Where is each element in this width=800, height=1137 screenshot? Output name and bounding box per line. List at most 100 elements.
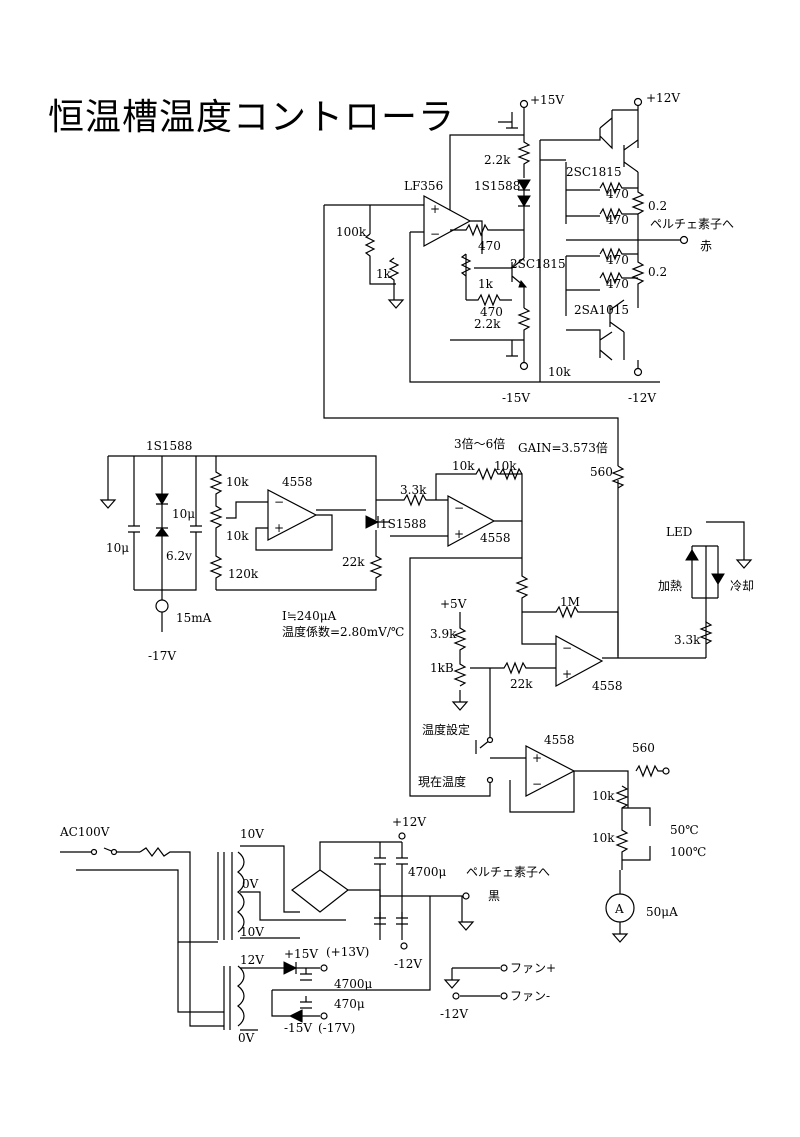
label-r1k-b: 1k [478, 277, 494, 291]
label-gain-range: 3倍～6倍 [454, 436, 505, 451]
label-heat: 加熱 [658, 579, 682, 593]
label-r22k-a: 22k [342, 555, 365, 569]
sensor-stage: − + − + − + [99, 455, 753, 943]
svg-text:−: − [562, 641, 572, 655]
label-transistor-2sc1815-b: 2SC1815 [510, 257, 566, 271]
label-r560-b: 560 [632, 741, 655, 755]
label-opamp-4558-a: 4558 [282, 475, 313, 489]
label-peltier-a: ペルチェ素子へ [650, 217, 734, 231]
label-m12v: -12V [628, 391, 656, 405]
label-50ua: 50μA [646, 905, 678, 919]
label-r2k2-bot: 2.2k [474, 317, 501, 331]
label-r560-a: 560 [590, 465, 613, 479]
label-ac100v: AC100V [59, 825, 110, 839]
label-r100k: 100k [336, 225, 367, 239]
label-r3k3-led: 3.3k [674, 633, 701, 647]
label-0v-b: 0V [238, 1031, 255, 1045]
label-c4700-a: 4700μ [408, 865, 447, 879]
label-fan-minus: ファン- [510, 989, 550, 1003]
power-supply [60, 832, 508, 1031]
label-m15v: -15V [502, 391, 530, 405]
svg-text:−: − [532, 777, 542, 791]
label-gain: GAIN=3.573倍 [518, 440, 608, 455]
label-r470-d: 470 [606, 253, 629, 267]
label-p5v: +5V [440, 597, 467, 611]
label-10v-a: 10V [240, 827, 264, 841]
label-12v: 12V [240, 953, 264, 967]
label-p13v: (+13V) [326, 945, 369, 959]
label-diode-top: 1S1588 [474, 179, 520, 193]
label-r3k3: 3.3k [400, 483, 427, 497]
label-r470-c: 470 [606, 213, 629, 227]
label-p12v-top: +12V [646, 91, 680, 105]
label-r470-b: 470 [606, 187, 629, 201]
label-r10k-e: 10k [592, 789, 615, 803]
label-diode-ref: 1S1588 [146, 439, 192, 453]
label-r120k: 120k [228, 567, 259, 581]
page-title: 恒温槽温度コントローラ [48, 97, 456, 138]
svg-text:+: + [274, 521, 284, 535]
label-black: 黒 [488, 889, 500, 903]
label-m15v-psu: -15V [284, 1021, 312, 1035]
label-r2k2-top: 2.2k [484, 153, 511, 167]
label-m12v-psu: -12V [394, 957, 422, 971]
label-100c: 100℃ [670, 845, 706, 859]
label-m17v-psu: (-17V) [318, 1021, 355, 1035]
label-r470-a: 470 [478, 239, 501, 253]
label-r02-a: 0.2 [648, 199, 667, 213]
label-15ma: 15mA [176, 611, 212, 625]
label-current: I≒240μA [282, 609, 336, 623]
label-r3k9: 3.9k [430, 627, 457, 641]
label-10v-b: 10V [240, 925, 264, 939]
label-meter: A [614, 902, 624, 916]
label-r02-b: 0.2 [648, 265, 667, 279]
label-m17v: -17V [148, 649, 176, 663]
label-opamp-4558-d: 4558 [544, 733, 575, 747]
label-r470-e: 470 [606, 277, 629, 291]
label-r10k-c: 10k [494, 459, 517, 473]
label-zener-62v: 6.2v [166, 549, 192, 563]
label-r1m: 1M [560, 595, 580, 609]
label-peltier-b: ペルチェ素子へ [466, 865, 550, 879]
label-r10k-b: 10k [452, 459, 475, 473]
label-r470-f: 470 [480, 305, 503, 319]
label-r22k-b: 22k [510, 677, 533, 691]
label-temp-set: 温度設定 [422, 722, 470, 737]
label-fan-plus: ファン+ [510, 961, 556, 975]
label-c470u: 470μ [334, 997, 365, 1011]
svg-text:+: + [562, 667, 572, 681]
label-cool: 冷却 [730, 579, 754, 593]
label-c4700-b: 4700μ [334, 977, 373, 991]
label-transistor-2sa1015: 2SA1015 [574, 303, 629, 317]
label-led: LED [666, 525, 692, 539]
label-p15v-psu: +15V [284, 947, 318, 961]
label-r1k-a: 1k [376, 267, 392, 281]
label-r10k-a: 10k [226, 475, 249, 489]
svg-text:−: − [274, 495, 284, 509]
label-50c: 50℃ [670, 823, 699, 837]
label-r10k-div: 10k [226, 529, 249, 543]
label-p12v-psu: +12V [392, 815, 426, 829]
label-transistor-2sc1815-a: 2SC1815 [566, 165, 622, 179]
svg-text:+: + [454, 527, 464, 541]
driver-stage: + − [323, 97, 689, 466]
label-m12v-fan: -12V [440, 1007, 468, 1021]
label-opamp-4558-c: 4558 [592, 679, 623, 693]
label-opamp-4558-b: 4558 [480, 531, 511, 545]
label-red: 赤 [700, 239, 712, 253]
label-temp-now: 現在温度 [418, 774, 466, 789]
label-r1kb: 1kB [430, 661, 454, 675]
label-c10u-a: 10μ [172, 507, 195, 521]
label-lf356: LF356 [404, 179, 443, 193]
label-p15v-top: +15V [530, 93, 564, 107]
label-tempco: 温度係数=2.80mV/℃ [282, 624, 404, 639]
label-r10k-f: 10k [592, 831, 615, 845]
svg-text:+: + [532, 751, 542, 765]
svg-text:−: − [454, 501, 464, 515]
svg-text:+: + [430, 202, 440, 216]
svg-text:−: − [430, 227, 440, 241]
labels: +15V +12V 2.2k 1S1588 2SC1815 0.2 ペルチェ素子… [59, 91, 754, 1045]
label-0v: 0V [242, 877, 259, 891]
